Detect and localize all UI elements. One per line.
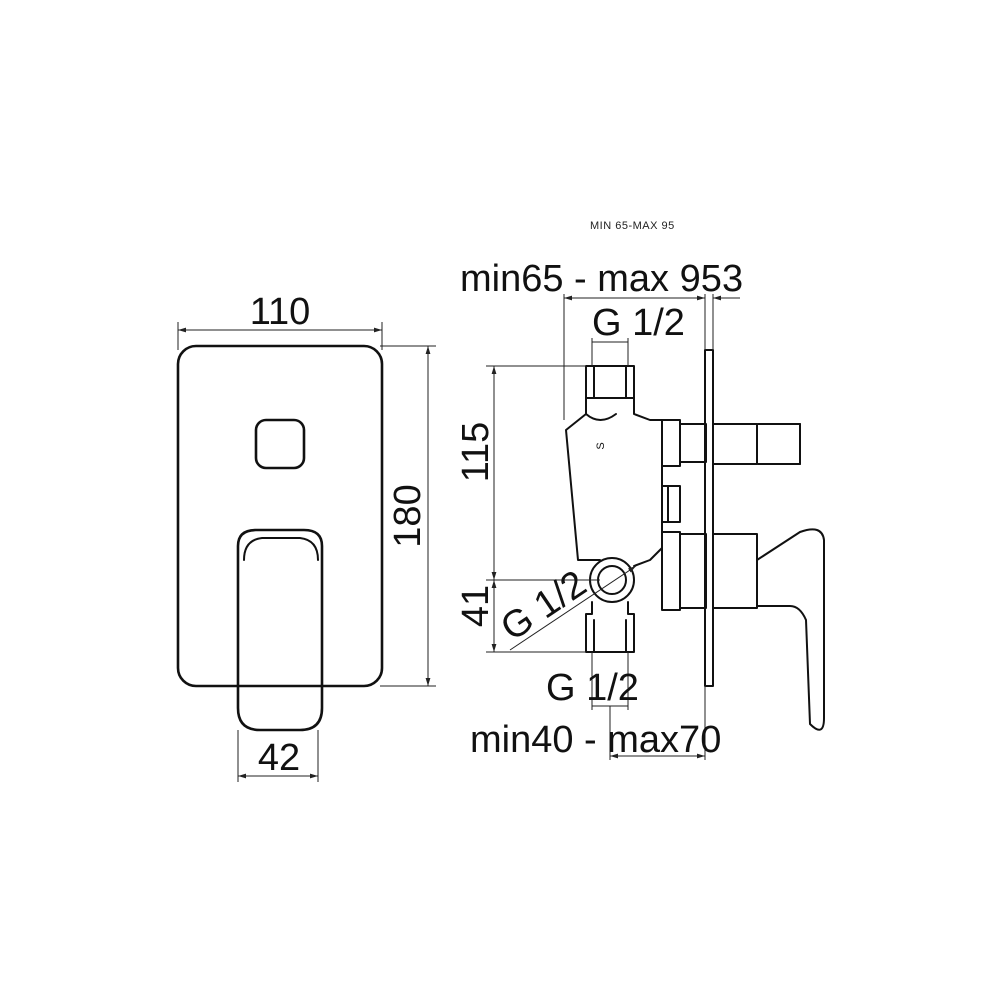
diverter-cartridge — [661, 419, 681, 467]
bottom-connector — [585, 601, 635, 653]
dim-lower-depth-label: min40 - max70 — [470, 719, 721, 761]
mid-stem — [661, 485, 681, 523]
bottom-connection-label: G 1/2 — [546, 667, 639, 709]
cover-plate-outline — [176, 344, 384, 688]
dim-handle-label: 42 — [258, 737, 300, 779]
dim-height-label: 180 — [387, 484, 429, 547]
dim-lower-height-label: 41 — [455, 585, 497, 627]
dim-upper-height-label: 115 — [455, 422, 497, 483]
lever-side — [756, 528, 825, 731]
lever-handle — [236, 528, 324, 732]
dim-depth-label: min65 - max 95 — [460, 258, 722, 300]
front-view: 110 180 42 — [176, 291, 436, 782]
body-mark: S — [595, 442, 607, 449]
side-connection-leader — [509, 565, 637, 651]
mixer-cartridge — [661, 531, 681, 611]
diverter-knob — [712, 423, 758, 465]
dim-width-label: 110 — [250, 291, 311, 333]
dim-plate-label: 3 — [722, 258, 743, 300]
note-label: MIN 65-MAX 95 — [590, 220, 675, 232]
side-view: MIN 65-MAX 95 S — [455, 220, 825, 761]
diverter-button — [254, 418, 306, 470]
cover-plate-side — [704, 349, 714, 687]
valve-body — [565, 397, 663, 567]
lever-handle-inner — [243, 537, 319, 561]
top-connection-label: G 1/2 — [592, 302, 685, 344]
side-connection-label: G 1/2 — [494, 563, 595, 650]
